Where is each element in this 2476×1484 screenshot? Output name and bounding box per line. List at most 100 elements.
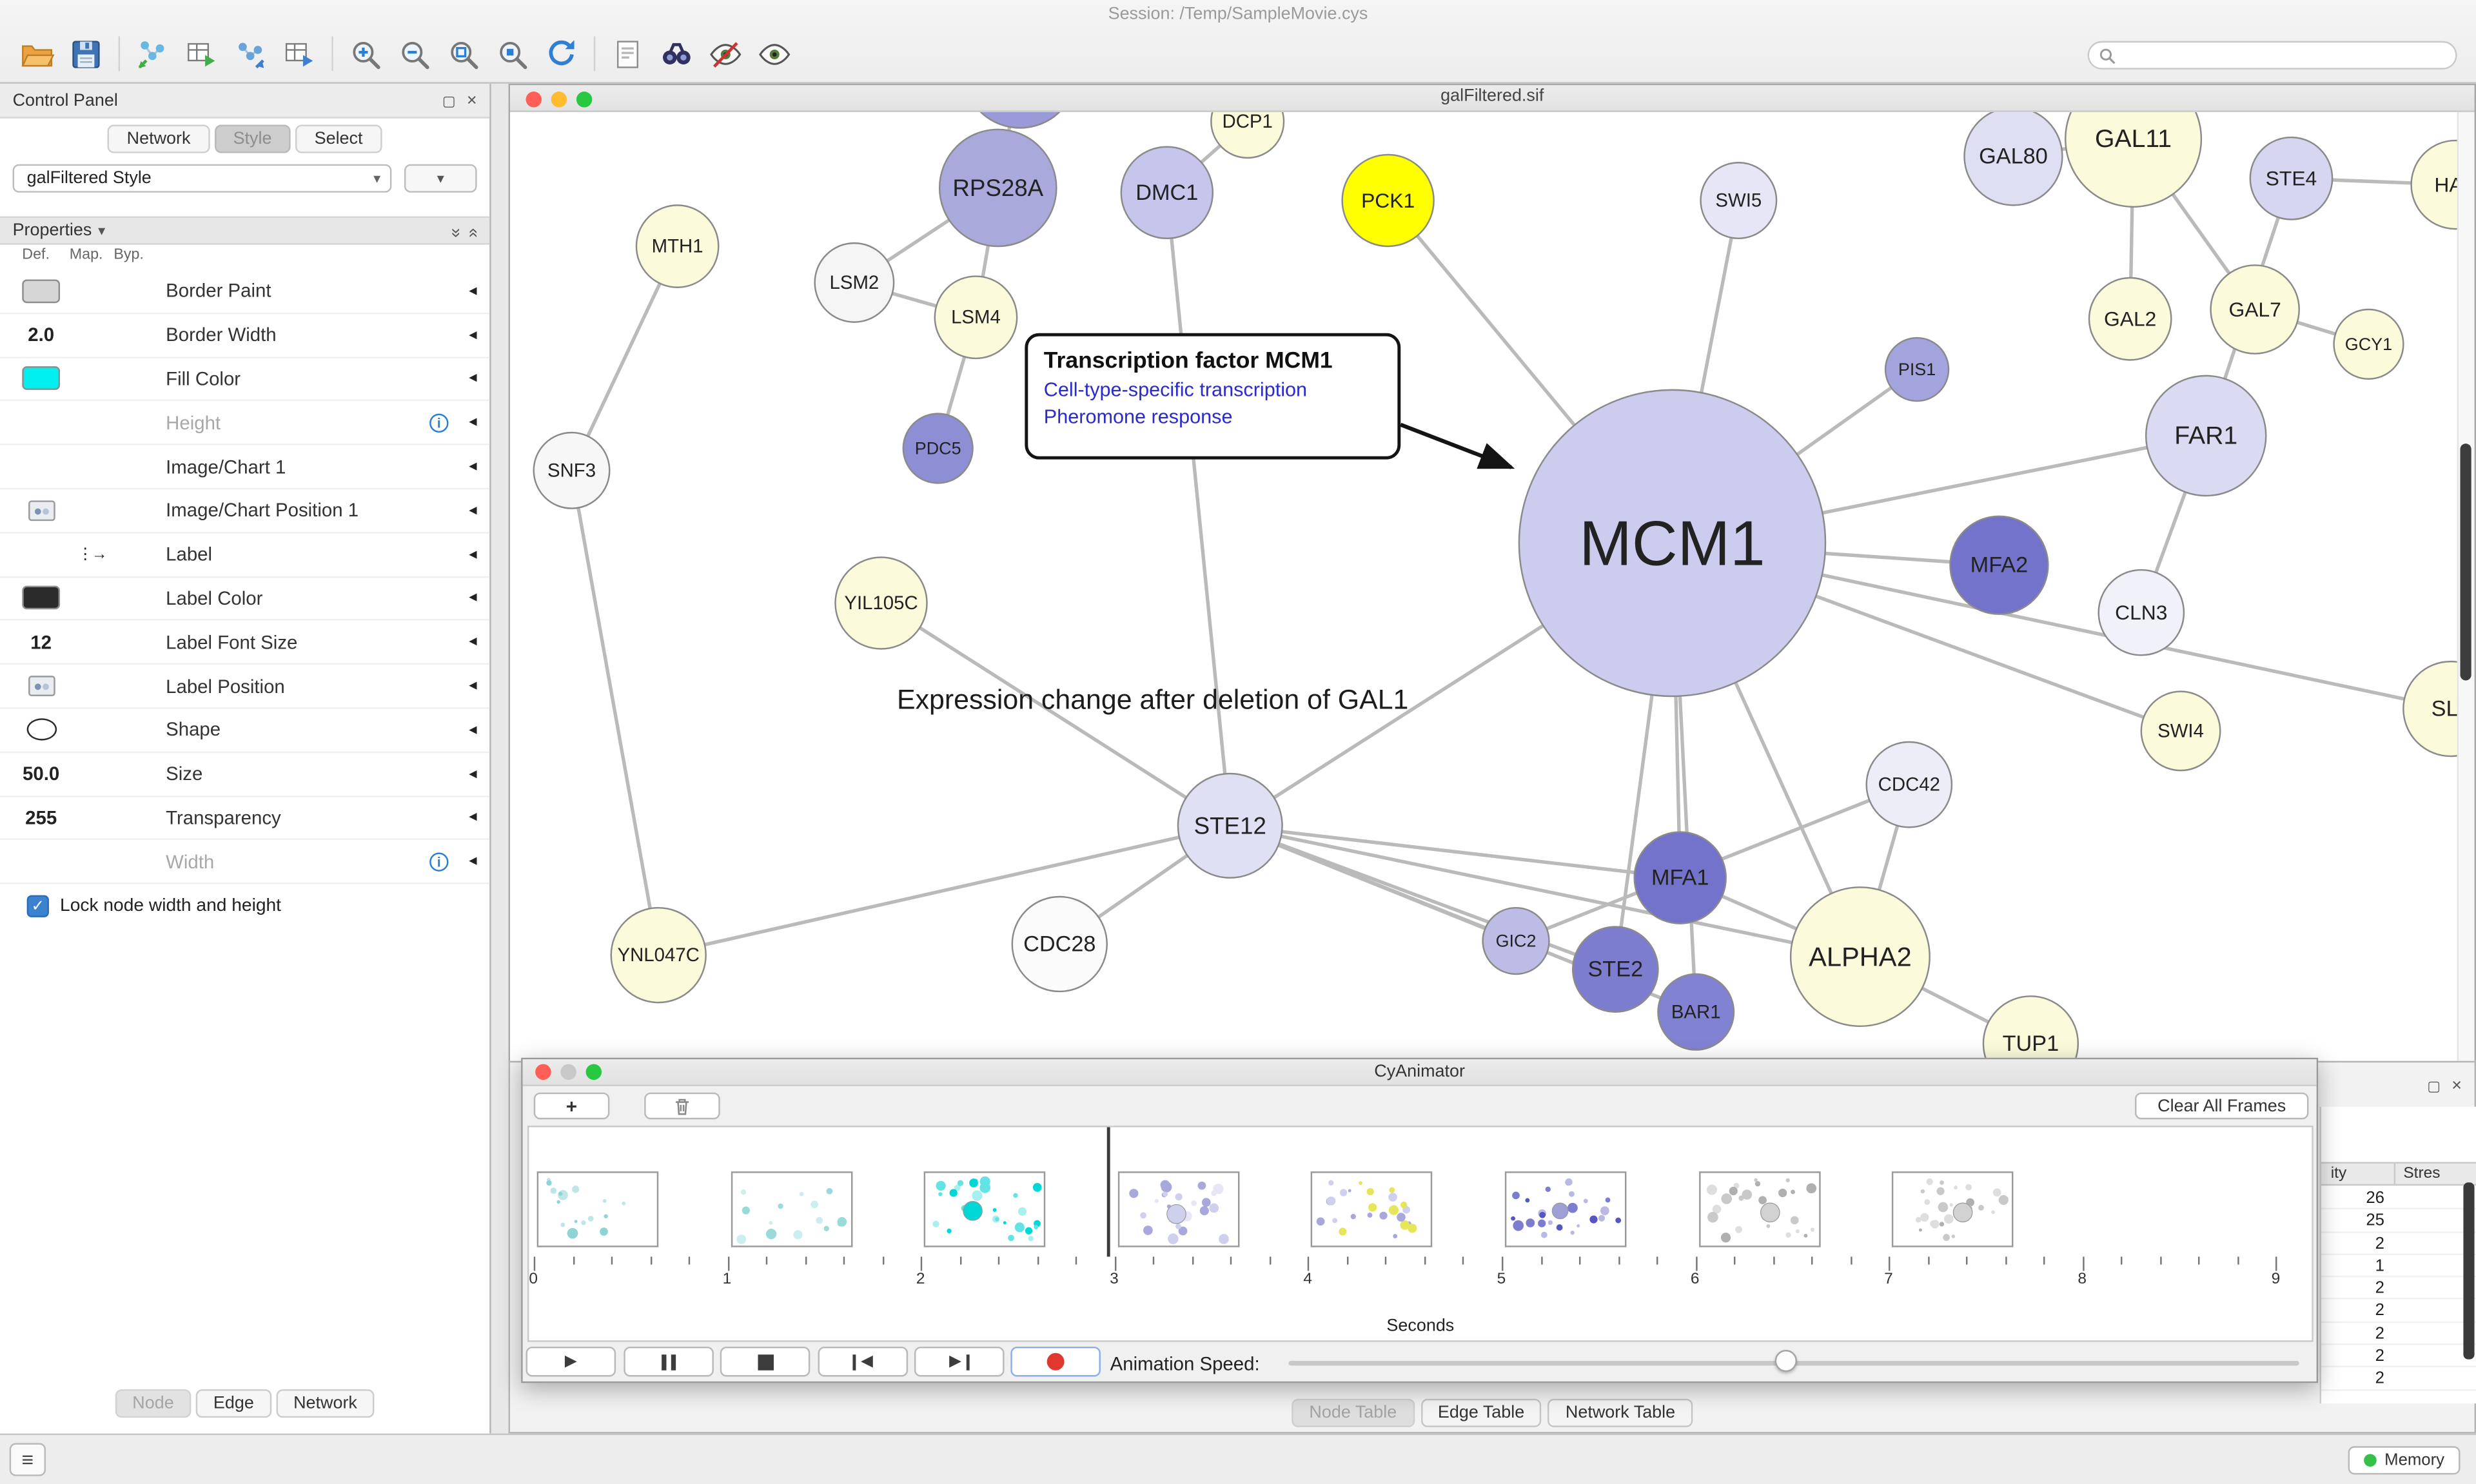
node-cdc28[interactable]: CDC28 [1011, 895, 1108, 993]
annotation-link[interactable]: Pheromone response [1043, 405, 1233, 428]
zoom-fit-button[interactable] [442, 32, 485, 75]
tab-select[interactable]: Select [295, 124, 382, 153]
record-button[interactable] [1010, 1346, 1101, 1377]
annotation-box[interactable]: Transcription factor MCM1 Cell-type-spec… [1025, 333, 1401, 460]
property-row-border-paint[interactable]: Border Paint◂ [0, 270, 490, 314]
keyframe-thumbnail-5[interactable] [1504, 1171, 1627, 1247]
property-row-label-color[interactable]: Label Color◂ [0, 577, 490, 621]
annotation-button[interactable] [606, 32, 649, 75]
node-pdc5[interactable]: PDC5 [902, 413, 974, 484]
column-header[interactable]: ity [2330, 1165, 2347, 1183]
edge-STE12-ALPHA2[interactable] [1230, 824, 1861, 959]
default-value-cell[interactable]: 50.0 [13, 753, 70, 796]
node-ste12[interactable]: STE12 [1177, 772, 1283, 879]
hide-selected-button[interactable] [704, 32, 747, 75]
zoom-selected-button[interactable] [491, 32, 534, 75]
minimize-window-icon[interactable] [551, 90, 567, 107]
zoom-window-icon[interactable] [585, 1064, 602, 1080]
minimize-window-icon[interactable] [560, 1064, 576, 1080]
node-gal80[interactable]: GAL80 [1963, 112, 2063, 206]
table-scrollbar-thumb[interactable] [2463, 1182, 2475, 1360]
edge-STE12-MFA1[interactable] [1230, 824, 1681, 880]
tab-network-table[interactable]: Network Table [1548, 1398, 1693, 1427]
node-yil105c[interactable]: YIL105C [834, 556, 928, 650]
node-pis1[interactable]: PIS1 [1884, 337, 1950, 402]
node-far1[interactable]: FAR1 [2145, 375, 2267, 497]
default-value-cell[interactable]: 255 [13, 797, 70, 839]
color-swatch[interactable] [22, 367, 61, 391]
show-panel-button[interactable]: ≡ [9, 1443, 46, 1476]
property-row-label-position[interactable]: Label Position◂ [0, 665, 490, 709]
expand-row-icon[interactable]: ◂ [469, 502, 477, 520]
mapping-cell[interactable]: ⋮→ [70, 533, 114, 576]
edge-SNF3-YNL047C[interactable] [569, 470, 660, 956]
node-mcm1[interactable]: MCM1 [1518, 389, 1827, 698]
tab-network[interactable]: Network [108, 124, 210, 153]
speed-slider-thumb[interactable] [1774, 1349, 1797, 1372]
edge-YIL105C-STE12[interactable] [880, 601, 1232, 828]
expand-row-icon[interactable]: ◂ [469, 458, 477, 476]
table-row[interactable]: 2 [2321, 1278, 2476, 1300]
node-slt[interactable]: SLT [2402, 660, 2475, 757]
node-tup1[interactable]: TUP1 [1982, 995, 2079, 1061]
node-mfa1[interactable]: MFA1 [1633, 831, 1727, 924]
default-value-cell[interactable] [13, 709, 70, 752]
style-dropdown[interactable]: galFiltered Style ▾ [12, 164, 392, 193]
node-dcp1[interactable]: DCP1 [1210, 112, 1285, 159]
memory-button[interactable]: Memory [2348, 1446, 2461, 1475]
property-row-fill-color[interactable]: Fill Color◂ [0, 358, 490, 402]
table-row[interactable]: 2 [2321, 1323, 2476, 1345]
node-cln3[interactable]: CLN3 [2098, 569, 2185, 656]
table-row[interactable]: 26 [2321, 1187, 2476, 1210]
expand-row-icon[interactable]: ◂ [469, 721, 477, 739]
property-row-shape[interactable]: Shape◂ [0, 709, 490, 753]
save-button[interactable] [64, 32, 107, 75]
open-button[interactable] [15, 32, 58, 75]
style-tab-network[interactable]: Network [276, 1389, 375, 1418]
tab-style[interactable]: Style [214, 124, 291, 153]
style-tab-node[interactable]: Node [115, 1389, 192, 1418]
import-network-button[interactable] [131, 32, 173, 75]
expand-row-icon[interactable]: ◂ [469, 853, 477, 870]
float-panel-icon[interactable]: ▢ [2427, 1077, 2441, 1093]
search-box[interactable] [2087, 41, 2457, 70]
export-network-button[interactable] [229, 32, 271, 75]
mapping-cell[interactable] [70, 577, 114, 620]
expand-row-icon[interactable]: ◂ [469, 545, 477, 563]
info-icon[interactable]: i [429, 853, 449, 872]
close-panel-icon[interactable]: × [466, 92, 477, 111]
default-value-cell[interactable] [13, 489, 70, 532]
table-row[interactable]: 2 [2321, 1300, 2476, 1323]
keyframe-thumbnail-1[interactable] [730, 1171, 852, 1247]
node-gic2[interactable]: GIC2 [1482, 906, 1550, 975]
default-value-cell[interactable]: 12 [13, 621, 70, 663]
expand-row-icon[interactable]: ◂ [469, 589, 477, 607]
add-frame-button[interactable]: + [533, 1092, 610, 1120]
default-value-cell[interactable] [13, 577, 70, 620]
scrollbar-thumb[interactable] [2460, 444, 2471, 681]
color-swatch[interactable] [22, 279, 61, 303]
expand-row-icon[interactable]: ◂ [469, 765, 477, 783]
mapping-cell[interactable] [70, 358, 114, 400]
play-button[interactable]: ▶ [526, 1346, 616, 1377]
expand-row-icon[interactable]: ◂ [469, 370, 477, 388]
vertical-scrollbar[interactable] [2457, 112, 2475, 1061]
default-value-cell[interactable] [13, 841, 70, 883]
mapping-cell[interactable] [70, 489, 114, 532]
first-neighbors-button[interactable] [655, 32, 698, 75]
property-row-image-chart-1[interactable]: Image/Chart 1◂ [0, 445, 490, 490]
export-table-button[interactable] [278, 32, 320, 75]
expand-row-icon[interactable]: ◂ [469, 677, 477, 695]
node-swi4[interactable]: SWI4 [2140, 690, 2221, 772]
node-top[interactable] [963, 112, 1077, 129]
keyframe-thumbnail-7[interactable] [1892, 1171, 2014, 1247]
mapping-cell[interactable] [70, 709, 114, 752]
pause-button[interactable] [624, 1346, 714, 1377]
close-window-icon[interactable] [535, 1064, 551, 1080]
mapping-cell[interactable] [70, 841, 114, 883]
mapping-cell[interactable] [70, 621, 114, 663]
node-mfa2[interactable]: MFA2 [1949, 515, 2049, 615]
float-panel-icon[interactable]: ▢ [442, 93, 456, 109]
